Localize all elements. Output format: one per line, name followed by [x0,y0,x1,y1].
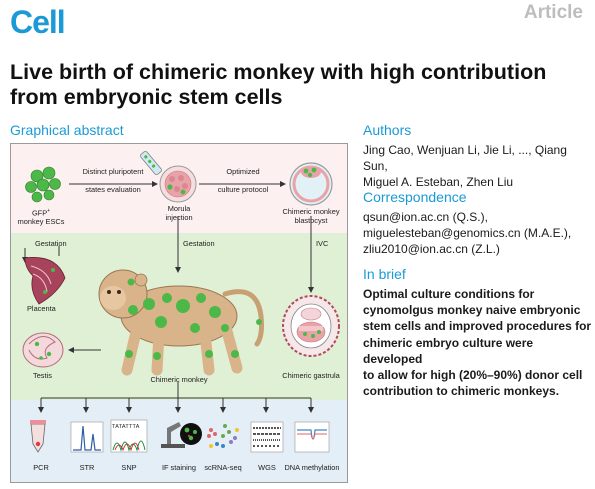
email-qsun[interactable]: qsun@ion.ac.cn (Q.S.), [363,210,488,224]
esc-label: GFP+ monkey ESCs [17,208,65,227]
blastocyst-icon [289,162,333,206]
graphical-abstract-heading: Graphical abstract [10,122,124,138]
title-line-2: from embryonic stem cells [10,85,283,109]
article-type-label: Article [523,2,583,23]
assay-label-wgs: WGS [258,463,276,472]
correspondence-heading: Correspondence [363,189,467,205]
in-brief-line: stem cells and improved procedures for [363,319,592,334]
assay-label-if-staining: IF staining [161,463,197,472]
step-pluripotent-label: Distinct pluripotent [82,167,144,176]
ga-band-analysis [11,400,347,482]
assay-label-str: STR [79,463,95,472]
blastocyst-label: Chimeric monkey blastocyst [282,207,340,225]
pcr-tube-icon [30,420,46,453]
chimeric-gastrula-icon [282,295,340,357]
wgs-track-icon [250,421,284,453]
dna-methylation-icon [294,421,330,453]
in-brief-line: Optimal culture conditions for [363,287,535,301]
gestation-center-label: Gestation [183,239,215,248]
in-brief-line: to allow for high (20%–90%) donor cell [363,368,583,383]
assay-label-dna-methylation: DNA methylation [284,463,340,472]
placenta-label: Placenta [27,304,56,313]
correspondence-emails: qsun@ion.ac.cn (Q.S.), miguelesteban@gen… [363,209,591,258]
authors-heading: Authors [363,122,412,138]
assay-label-scrna-seq: scRNA-seq [204,463,242,472]
email-miguelesteban[interactable]: miguelesteban@genomics.cn (M.A.E.), [363,226,572,241]
in-brief-heading: In brief [363,266,406,282]
chimeric-monkey-illustration [98,269,264,376]
morula-label: Morula injection [165,204,193,222]
snp-sequence-text: TATATTTA [112,424,140,430]
article-title: Live birth of chimeric monkey with high … [10,60,588,110]
morula-icon [159,165,197,203]
authors-list: Jing Cao, Wenjuan Li, Jie Li, ..., Qiang… [363,142,591,191]
assay-label-snp: SNP [121,463,137,472]
graphical-abstract-figure: TATATTTA [10,143,348,483]
str-chart-icon [70,421,104,453]
ivc-label: IVC [316,239,329,248]
title-line-1: Live birth of chimeric monkey with high … [10,60,547,84]
step-culture-label-2: culture protocol [217,185,269,194]
journal-logo: Cell [10,4,66,40]
chimeric-monkey-label: Chimeric monkey [150,375,208,384]
pipette-icon [140,150,162,176]
ga-artwork: TATATTTA [22,150,340,453]
testis-icon [22,332,64,368]
in-brief-text: Optimal culture conditions for cynomolgu… [363,286,593,399]
esc-cluster-icon [25,166,61,203]
gestation-left-label: Gestation [35,239,67,248]
authors-line-2: Miguel A. Esteban, Zhen Liu [363,175,514,190]
placenta-icon [24,257,66,305]
assay-label-pcr: PCR [33,463,49,472]
in-brief-line: contribution to chimeric monkeys. [363,384,560,399]
step-pluripotent-label-2: states evaluation [85,185,141,194]
in-brief-line: chimeric embryo culture were developed [363,335,534,366]
scrna-cluster-icon [207,424,239,448]
testis-label: Testis [33,371,52,380]
in-brief-line: cynomolgus monkey naive embryonic [363,303,581,318]
authors-line-1: Jing Cao, Wenjuan Li, Jie Li, ..., Qiang… [363,143,567,174]
chimeric-gastrula-label: Chimeric gastrula [282,371,340,380]
step-culture-label: Optimized [226,167,260,176]
email-zliu[interactable]: zliu2010@ion.ac.cn (Z.L.) [363,242,500,257]
microscope-icon [161,422,202,448]
snp-chromatogram-icon [110,419,148,453]
